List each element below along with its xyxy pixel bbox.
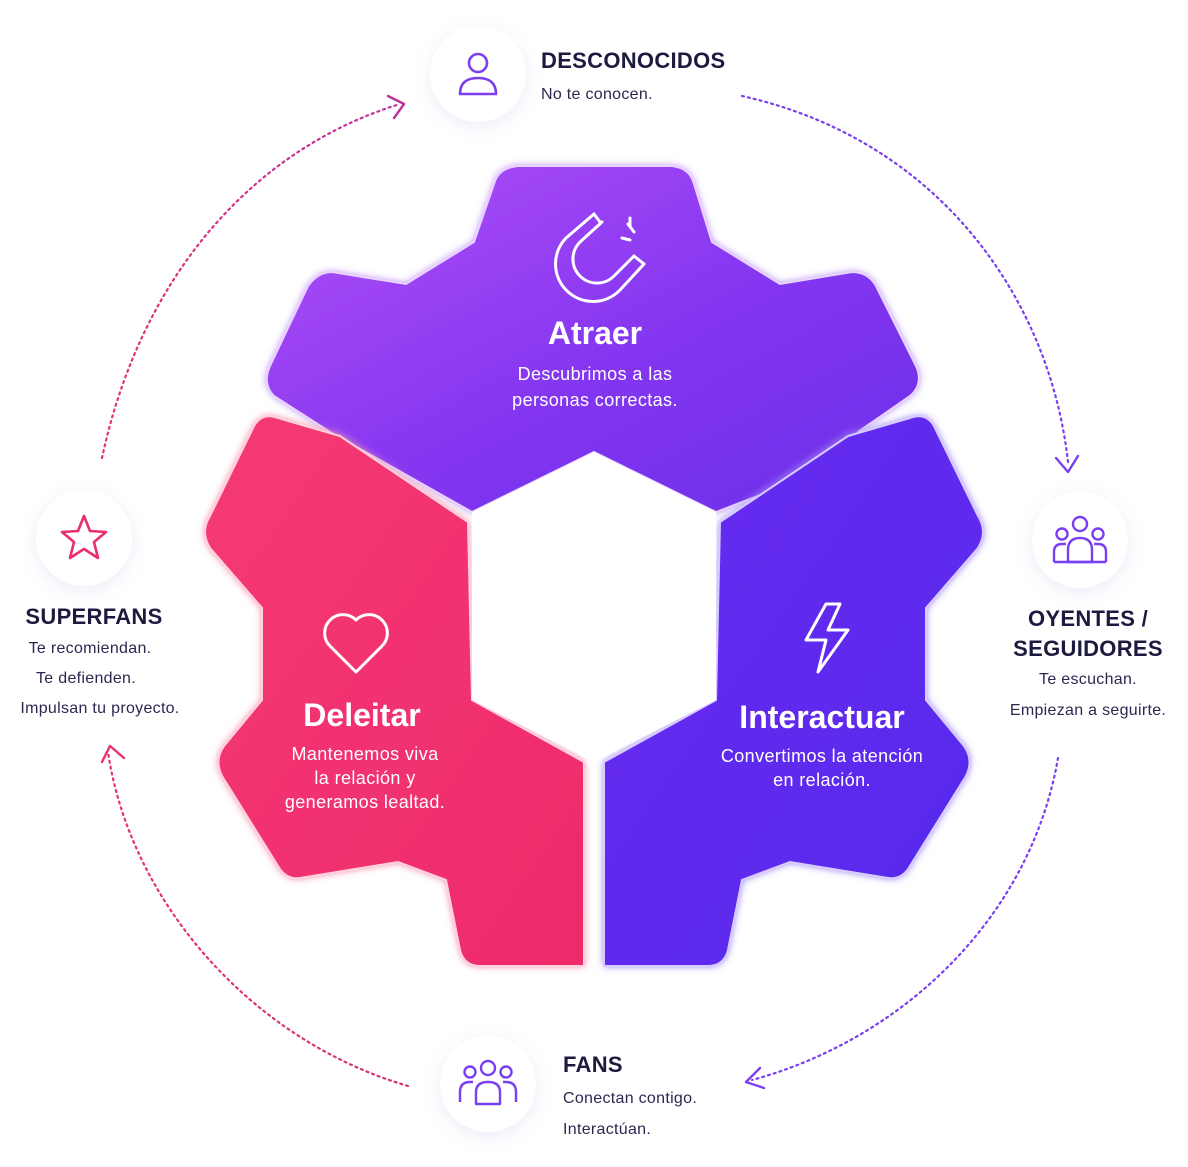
- cycle-arrowhead-fans: [744, 1066, 766, 1090]
- superfans-line-2: Te defienden.: [36, 670, 136, 687]
- cycle-arc-fans-to-superfans: [106, 750, 410, 1088]
- superfans-line-3: Impulsan tu proyecto.: [20, 700, 180, 717]
- lightning-icon: [804, 602, 850, 674]
- fans-title: FANS: [563, 1052, 623, 1077]
- engage-line-1: Convertimos la atención: [721, 746, 923, 766]
- cycle-arc-strangers-to-listeners: [740, 94, 1070, 464]
- attract-line-1: Descubrimos a las: [518, 364, 673, 384]
- attract-title: Atraer: [548, 315, 642, 351]
- gear-segment-engage: [603, 415, 984, 967]
- superfans-line-1: Te recomiendan.: [28, 640, 152, 657]
- cycle-arc-listeners-to-fans: [750, 756, 1060, 1082]
- cycle-arc-superfans-to-strangers: [100, 102, 402, 460]
- listeners-title-line-2: SEGUIDORES: [1013, 636, 1163, 661]
- magnet-icon: [554, 212, 646, 303]
- star-icon: [60, 514, 108, 560]
- fans-line-2: Interactúan.: [563, 1121, 652, 1138]
- delight-line-1: Mantenemos viva: [291, 744, 439, 764]
- fans-icon-badge: [440, 1036, 536, 1132]
- people-group-icon: [1052, 515, 1108, 564]
- engage-line-2: en relación.: [773, 770, 871, 790]
- listeners-line-1: Te escuchan.: [1039, 671, 1137, 688]
- attract-line-2: personas correctas.: [512, 390, 678, 410]
- listeners-icon-badge: [1032, 492, 1128, 588]
- strangers-title: DESCONOCIDOS: [541, 48, 726, 73]
- delight-line-3: generamos lealtad.: [285, 792, 445, 812]
- listeners-line-2: Empiezan a seguirte.: [1009, 702, 1167, 719]
- cycle-arrowhead-listeners: [1054, 454, 1080, 474]
- gear-center-hexagon: [472, 452, 716, 762]
- fans-line-1: Conectan contigo.: [563, 1090, 698, 1107]
- listeners-title-line-1: OYENTES /: [1027, 606, 1149, 631]
- delight-line-2: la relación y: [314, 768, 415, 788]
- strangers-line-1: No te conocen.: [541, 86, 653, 103]
- user-icon: [458, 52, 498, 96]
- superfans-icon-badge: [36, 490, 132, 586]
- strangers-icon-badge: [430, 26, 526, 122]
- people-group-icon: [458, 1059, 518, 1106]
- cycle-arrowhead-strangers: [386, 94, 406, 120]
- superfans-title: SUPERFANS: [25, 604, 163, 629]
- cycle-arrowhead-superfans: [100, 744, 126, 764]
- engage-title: Interactuar: [739, 699, 904, 735]
- heart-icon: [323, 613, 389, 674]
- gear-segment-delight: [204, 415, 585, 967]
- delight-title: Deleitar: [303, 697, 420, 733]
